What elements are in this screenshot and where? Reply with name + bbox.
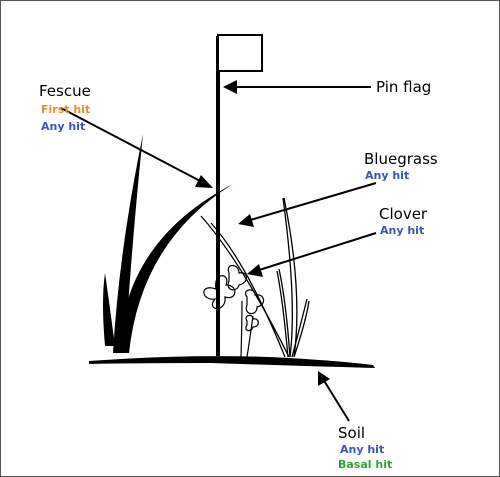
fescue-arrow — [60, 107, 205, 184]
clover-label: Clover — [379, 205, 428, 223]
soil-any-hit: Any hit — [340, 443, 385, 456]
fescue-arrowhead — [195, 175, 213, 188]
pin-flag-rect — [217, 34, 263, 72]
pin-flag-arrowhead — [223, 80, 237, 94]
fescue-tall-blade — [113, 134, 143, 353]
soil-line — [89, 356, 375, 368]
soil-label: Soil — [338, 424, 366, 442]
pin-pole — [216, 36, 220, 356]
bluegrass-arrow — [246, 182, 377, 222]
clover-arrowhead — [247, 264, 263, 277]
clover-plant — [203, 264, 265, 358]
soil-arrowhead — [318, 371, 330, 386]
pin-flag-label: Pin flag — [376, 78, 432, 96]
bluegrass-plant — [200, 197, 310, 358]
bluegrass-arrowhead — [238, 214, 254, 227]
soil-basal-hit: Basal hit — [338, 458, 393, 471]
clover-arrow — [255, 232, 377, 272]
bluegrass-label: Bluegrass — [364, 150, 438, 168]
fescue-label: Fescue — [39, 82, 91, 100]
clover-any-hit: Any hit — [380, 224, 425, 237]
fescue-short-blade — [103, 273, 115, 346]
fescue-first-hit: First hit — [41, 103, 91, 116]
soil-arrow — [322, 378, 350, 422]
fescue-any-hit: Any hit — [41, 120, 86, 133]
fescue-curved-blade — [119, 184, 233, 353]
bluegrass-any-hit: Any hit — [365, 169, 410, 182]
